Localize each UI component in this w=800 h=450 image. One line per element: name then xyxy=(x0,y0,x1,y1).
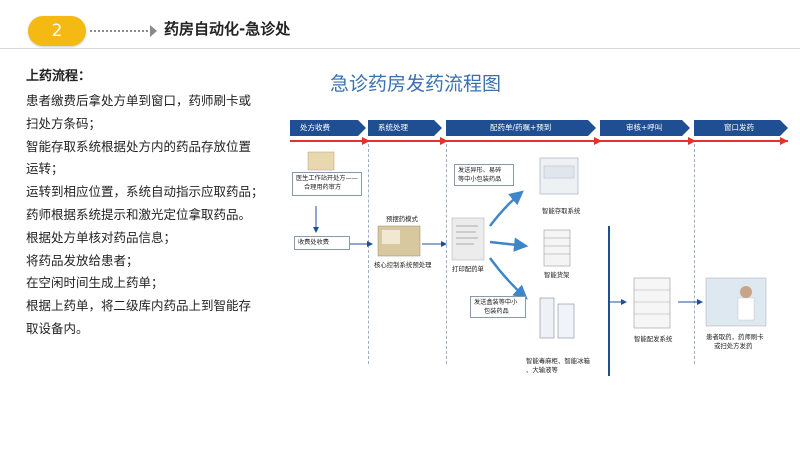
doctor-station-label: 医生工作站开处方—— xyxy=(296,175,358,182)
irregular-drugs-label: 发送异形、易碎 xyxy=(458,167,502,174)
pharmacist-review-label: 合理用药审方 xyxy=(304,184,342,191)
left-text-panel: 上药流程： 患者缴费后拿处方单到窗口，药师刷卡或 扫处方条码； 智能存取系统根据… xyxy=(26,66,284,341)
flow-arrow xyxy=(489,190,524,227)
doctor-station-box: 医生工作站开处方—— 合理用药审方 xyxy=(292,172,362,196)
irregular-drugs-label-2: 等中小包装药品 xyxy=(458,176,502,183)
stage-divider xyxy=(368,144,369,364)
pharmacy-window-image xyxy=(705,277,767,327)
flow-diagram: 急诊药房发药流程图 处方收费 系统处理 配药单/药嘱+预到 审核+呼叫 窗口发药 xyxy=(290,66,790,396)
stage-prescription-payment: 处方收费 xyxy=(290,120,366,136)
page-title: 药房自动化-急诊处 xyxy=(164,20,291,38)
header-arrow-icon xyxy=(150,25,157,37)
process-line: 患者缴费后拿处方单到窗口，药师刷卡或 xyxy=(26,93,252,108)
narcotics-fridge-label: 智能毒麻柜、智能冰箱 xyxy=(526,357,590,365)
flow-arrow xyxy=(489,257,528,300)
stage-divider xyxy=(446,144,447,364)
narcotics-fridge-label-2: 、大输液等 xyxy=(526,366,558,374)
workstation-image xyxy=(307,151,335,171)
patient-pickup-label-2: 或扫处方发药 xyxy=(714,342,753,350)
patient-pickup-label: 患者取药，药师刷卡 xyxy=(706,333,764,341)
timeline-arrow-icon xyxy=(780,137,788,145)
screen-image xyxy=(382,230,400,244)
process-heading: 上药流程： xyxy=(26,69,92,84)
header-dotted-line xyxy=(90,30,152,32)
flow-arrows xyxy=(307,151,767,339)
boxed-drugs-label: 发送盒装等中小 xyxy=(474,299,518,306)
process-line: 运转； xyxy=(26,161,64,177)
stage-window-dispense: 窗口发药 xyxy=(694,120,788,136)
timeline-arrow-icon xyxy=(688,137,696,145)
process-line: 将药品发放给患者； xyxy=(26,252,139,268)
boxed-drugs-box: 发送盒装等中小 包装药品 xyxy=(470,296,526,318)
process-line: 药师根据系统提示和激光定位拿取药品。 xyxy=(26,206,252,222)
stage-divider xyxy=(694,144,695,364)
dispense-collector-line xyxy=(608,226,610,376)
print-slip-label: 打印配药单 xyxy=(452,265,484,273)
stage-review-call: 审核+呼叫 xyxy=(600,120,690,136)
process-line: 根据处方单核对药品信息； xyxy=(26,229,177,245)
process-line: 根据上药单，将二级库内药品上到智能存 xyxy=(26,298,252,314)
dispense-slip-image xyxy=(451,217,485,261)
core-control-label: 核心控制系统预处理 xyxy=(374,261,432,269)
smart-dispense-image xyxy=(633,277,671,329)
smart-fridge-image xyxy=(557,303,575,339)
stage-dispense-slip: 配药单/药嘱+预到 xyxy=(446,120,596,136)
process-line: 取设备内。 xyxy=(26,320,89,336)
payment-box: 收费处收费 xyxy=(294,236,350,250)
irregular-drugs-box: 发送异形、易碎 等中小包装药品 xyxy=(454,164,514,186)
process-line: 智能存取系统根据处方内的药品存放位置 xyxy=(26,138,252,154)
timeline-arrow-icon xyxy=(594,137,602,145)
smart-dispense-label: 智能配发系统 xyxy=(634,335,673,343)
diagram-title: 急诊药房发药流程图 xyxy=(330,73,502,95)
predispense-mode-label: 预摆药模式 xyxy=(386,215,418,223)
section-number-badge: 2 xyxy=(28,16,86,46)
process-line: 扫处方条码； xyxy=(26,115,102,131)
smart-shelf-image xyxy=(543,229,571,267)
stage-system-processing: 系统处理 xyxy=(368,120,442,136)
narcotics-cabinet-image xyxy=(539,297,555,339)
flow-arrow xyxy=(489,237,529,252)
timeline-line xyxy=(290,140,788,142)
timeline-arrow-icon xyxy=(362,137,370,145)
smart-storage-label: 智能存取系统 xyxy=(542,207,581,215)
smart-shelf-label: 智能货架 xyxy=(544,271,570,279)
header-divider xyxy=(0,48,800,49)
boxed-drugs-label-2: 包装药品 xyxy=(484,308,509,315)
process-line: 运转到相应位置，系统自动指示应取药品； xyxy=(26,184,264,200)
timeline-arrow-icon xyxy=(440,137,448,145)
process-line: 在空闲时间生成上药单； xyxy=(26,275,164,291)
